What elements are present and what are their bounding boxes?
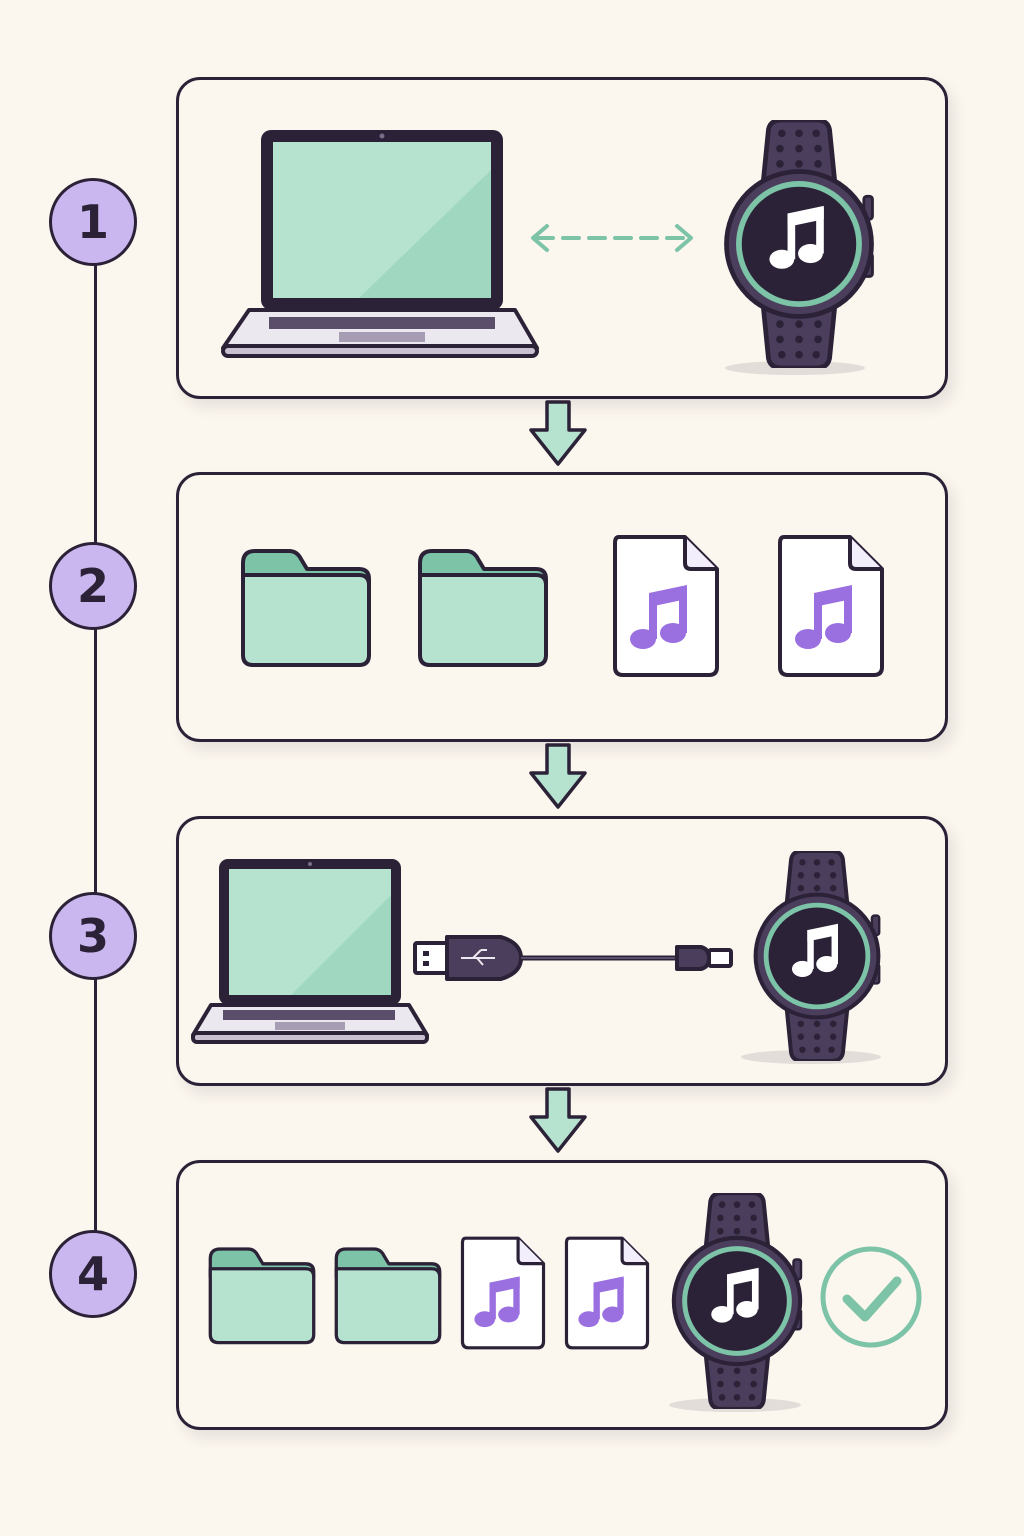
- folder-icon: [418, 549, 548, 667]
- laptop-icon: [221, 130, 539, 358]
- down-arrow-icon: [527, 743, 589, 811]
- folder-icon: [334, 1247, 442, 1345]
- step-badge-4: 4: [49, 1230, 137, 1318]
- smartwatch-icon: [727, 120, 873, 368]
- music-file-icon: [460, 1236, 546, 1350]
- timeline-line: [94, 222, 97, 1272]
- usb-cable-icon: [413, 935, 733, 981]
- step-2-panel: [176, 472, 948, 742]
- music-file-icon: [613, 535, 719, 677]
- step-badge-1: 1: [49, 178, 137, 266]
- step-3-panel: [176, 816, 948, 1086]
- bidirectional-arrow-icon: [531, 224, 693, 252]
- step-badge-3: 3: [49, 892, 137, 980]
- music-file-icon: [778, 535, 884, 677]
- step-badge-2: 2: [49, 542, 137, 630]
- smartwatch-icon: [674, 1193, 801, 1409]
- music-file-icon: [564, 1236, 650, 1350]
- down-arrow-icon: [527, 1087, 589, 1155]
- folder-icon: [208, 1247, 316, 1345]
- check-circle-icon: [820, 1246, 922, 1348]
- smartwatch-icon: [756, 851, 880, 1061]
- laptop-icon: [191, 859, 429, 1044]
- folder-icon: [241, 549, 371, 667]
- step-1-panel: [176, 77, 948, 399]
- down-arrow-icon: [527, 400, 589, 468]
- step-4-panel: [176, 1160, 948, 1430]
